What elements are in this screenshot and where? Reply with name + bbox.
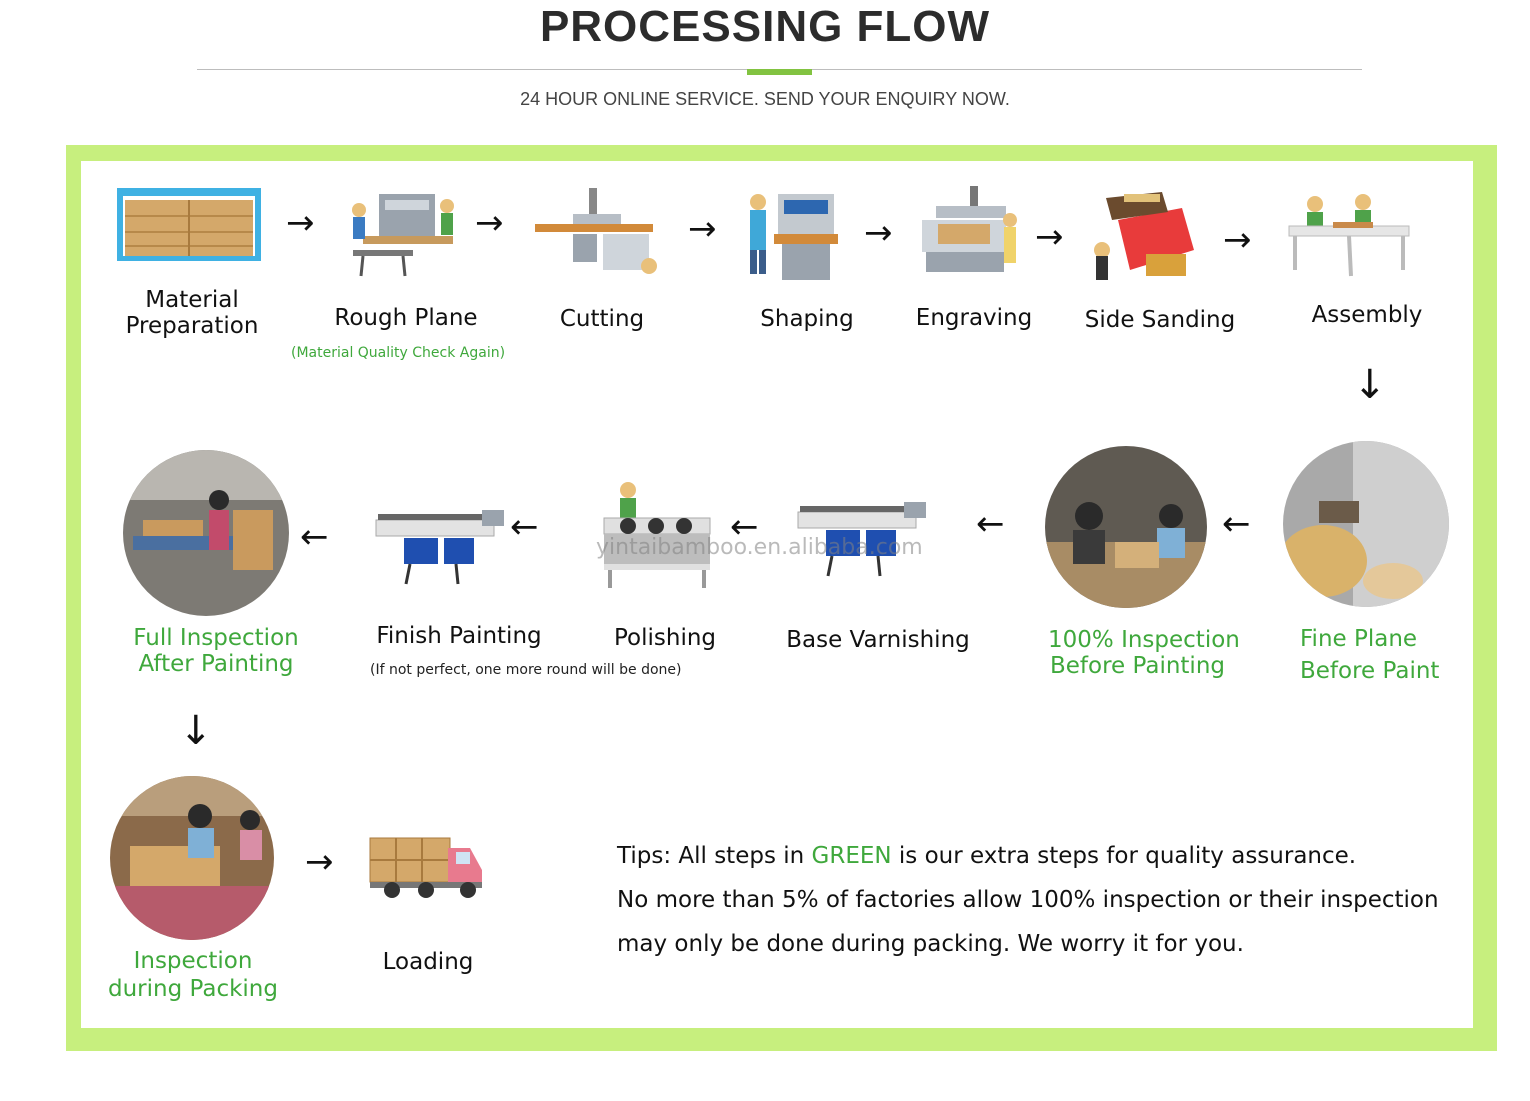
step-polishing-label: Polishing	[613, 625, 717, 651]
step-finish-painting-label: Finish Painting	[376, 623, 542, 649]
step-engraving-label: Engraving	[915, 305, 1033, 331]
engraving-machine-icon	[922, 186, 1017, 272]
step-base-varnishing-label: Base Varnishing	[786, 627, 970, 653]
flow-arrow-right: →	[286, 203, 315, 243]
flow-arrow-left: ←	[730, 507, 759, 547]
step-inspection-before-painting-label: 100% Inspection Before Painting	[1048, 627, 1240, 679]
flow-panel	[81, 161, 1473, 1028]
inspection-before-painting-photo	[1045, 446, 1207, 608]
polishing-machine-icon	[603, 482, 711, 588]
flow-arrow-right: →	[475, 203, 504, 243]
title-divider-accent	[747, 69, 812, 75]
step-shaping-label: Shaping	[760, 306, 854, 332]
base-varnishing-line-icon	[797, 502, 926, 577]
step-cutting-label: Cutting	[559, 306, 645, 332]
flow-arrow-right: →	[1035, 217, 1064, 257]
step-assembly-label: Assembly	[1311, 302, 1423, 328]
fine-plane-photo-icon	[1283, 441, 1449, 607]
step-material-preparation-label: Material Preparation	[125, 287, 259, 339]
page-subtitle: 24 HOUR ONLINE SERVICE. SEND YOUR ENQUIR…	[520, 89, 1010, 109]
flow-arrow-right: →	[864, 213, 893, 253]
inspection-during-packing-photo-icon	[110, 776, 274, 940]
tips-line-1: Tips: All steps in GREEN is our extra st…	[617, 843, 1357, 869]
flow-arrow-left: ←	[1222, 504, 1251, 544]
inspection-during-packing-photo	[110, 776, 274, 940]
fine-plane-photo	[1283, 441, 1449, 607]
watermark: yintaibamboo.en.alibaba.com	[596, 535, 923, 560]
flow-arrow-right: →	[305, 842, 334, 882]
step-fine-plane-label: Fine Plane Before Paint	[1300, 626, 1440, 684]
step-full-inspection-label: Full Inspection After Painting	[133, 625, 299, 677]
step-rough-plane-note: (Material Quality Check Again)	[291, 345, 506, 361]
flow-arrow-down: ↓	[179, 708, 213, 754]
side-sanding-machine-icon	[1094, 192, 1194, 280]
flow-arrow-left: ←	[976, 504, 1005, 544]
material-stack-icon	[117, 188, 261, 261]
full-inspection-photo	[123, 450, 289, 616]
step-side-sanding-label: Side Sanding	[1084, 307, 1236, 333]
step-rough-plane-label: Rough Plane	[334, 305, 478, 331]
rough-plane-machine-icon	[352, 194, 454, 277]
flow-arrow-down: ↓	[1353, 362, 1387, 408]
flow-arrow-left: ←	[300, 517, 329, 557]
tips-green-highlight: GREEN	[811, 843, 892, 869]
page-title: PROCESSING FLOW	[539, 2, 991, 51]
flow-arrow-left: ←	[510, 507, 539, 547]
tips-line-2: No more than 5% of factories allow 100% …	[617, 887, 1439, 913]
quality-tips: Tips: All steps in GREEN is our extra st…	[617, 834, 1477, 966]
loading-truck-icon	[369, 837, 482, 898]
cutting-machine-icon	[535, 188, 657, 274]
finish-painting-line-icon	[375, 510, 504, 585]
step-loading-label: Loading	[382, 949, 474, 975]
flow-arrow-right: →	[1223, 220, 1252, 260]
shaping-machine-icon	[750, 194, 838, 280]
tips-line-3: may only be done during packing. We worr…	[617, 931, 1244, 957]
inspection-before-painting-photo-icon	[1045, 446, 1207, 608]
flow-arrow-right: →	[688, 209, 717, 249]
step-finish-painting-note: (If not perfect, one more round will be …	[370, 662, 682, 678]
assembly-table-icon	[1288, 194, 1410, 277]
full-inspection-photo-icon	[123, 450, 289, 616]
step-inspection-during-packing-label: Inspection during Packing	[108, 948, 278, 1002]
